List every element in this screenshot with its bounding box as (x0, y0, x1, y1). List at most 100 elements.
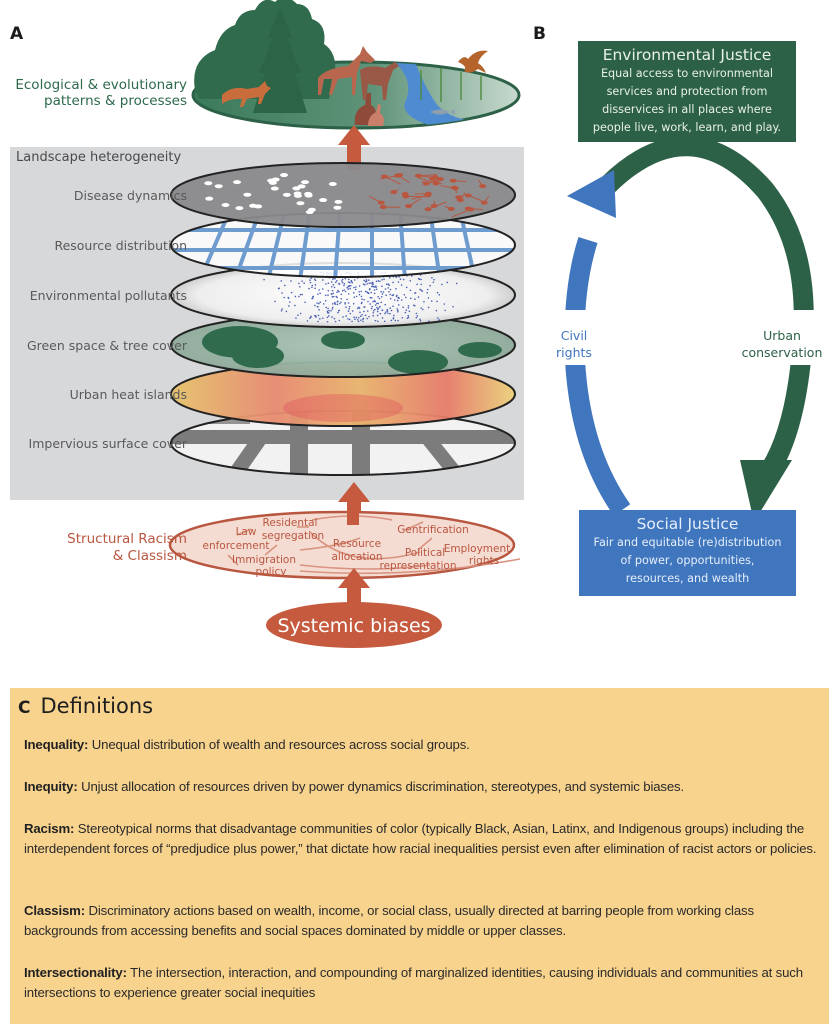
pollutant-particle (363, 298, 365, 301)
eco-label-line2: patterns & processes (44, 93, 187, 109)
pollutant-particle (398, 297, 400, 300)
pollutant-particle (375, 288, 378, 291)
definitions-panel (10, 688, 829, 1024)
definition-term: Classism: (24, 903, 85, 918)
host-dot (270, 186, 279, 191)
pollutant-particle (328, 315, 330, 317)
infected-dot (377, 200, 385, 205)
host-dot (221, 202, 230, 207)
layer-label-resource: Resource distribution (54, 238, 187, 253)
pollutant-particle (347, 288, 350, 290)
svg-text:Residental: Residental (263, 517, 318, 529)
pollutant-particle (299, 293, 302, 296)
pollutant-particle (346, 286, 348, 289)
pollutant-particle (318, 309, 320, 311)
pollutant-particle (409, 279, 412, 282)
pollutant-particle (345, 306, 347, 309)
pollutant-particle (338, 302, 341, 305)
pollutant-particle (384, 312, 386, 315)
host-dot (304, 191, 313, 196)
pollutant-particle (364, 290, 367, 293)
pollutant-particle (377, 295, 379, 298)
pollutant-particle (361, 313, 363, 316)
structural-item-employment: Employment (444, 543, 511, 555)
ej-desc-line1: Equal access to environmental (600, 67, 774, 80)
pollutant-particle (336, 301, 339, 303)
pollutant-particle (280, 280, 283, 282)
pollutant-particle (340, 297, 343, 300)
pollutant-particle (377, 280, 380, 282)
pollutant-particle (419, 318, 421, 321)
pollutant-particle (336, 303, 339, 306)
pollutant-particle (349, 287, 351, 290)
pollutant-particle (414, 292, 416, 294)
civil-rights-line2: rights (556, 345, 592, 360)
pollutant-particle (455, 282, 458, 285)
svg-text:Resource: Resource (333, 538, 381, 550)
pollutant-particle (345, 315, 347, 317)
structural-item-representation: representation (379, 560, 456, 572)
systemic-biases-ellipse (266, 602, 442, 648)
pollutant-particle (405, 296, 407, 299)
pollutant-particle (321, 288, 324, 290)
pollutant-particle (324, 299, 327, 302)
pollutant-particle (380, 291, 382, 293)
pollutant-particle (384, 303, 387, 306)
pollutant-particle (330, 285, 333, 288)
pollutant-particle (392, 281, 394, 284)
host-dot (205, 196, 214, 201)
pollutant-particle (331, 308, 334, 310)
host-dot (319, 198, 328, 203)
pollutant-particle (325, 306, 327, 309)
pollutant-particle (382, 291, 385, 293)
host-dot (243, 192, 252, 197)
pollutant-particle (427, 297, 430, 299)
svg-text:segregation: segregation (262, 530, 324, 542)
pollutant-particle (336, 291, 338, 294)
infected-dot (430, 203, 438, 208)
pollutant-particle (387, 312, 389, 314)
infected-dot (464, 206, 472, 211)
pollutant-particle (338, 290, 340, 293)
pollutant-particle (359, 315, 362, 317)
definition-term: Inequality: (24, 737, 89, 752)
pollutant-particle (343, 289, 346, 291)
pollutant-particle (388, 276, 391, 279)
infected-dot (447, 206, 455, 211)
pollutant-particle (381, 293, 384, 295)
pollutant-particle (321, 317, 324, 319)
pollutant-particle (318, 302, 320, 305)
pollutant-particle (395, 287, 397, 290)
host-dot (328, 181, 337, 186)
svg-text:representation: representation (379, 560, 456, 572)
pollutant-particle (369, 303, 371, 305)
pollutant-particle (407, 316, 410, 319)
pollutant-particle (337, 309, 340, 312)
pollutant-particle (332, 278, 334, 280)
ej-desc-line3: disservices in all places where (602, 103, 772, 116)
pollutant-particle (341, 289, 344, 292)
infected-dot (422, 181, 430, 186)
structural-item-residental: Residental (263, 517, 318, 529)
pollutant-particle (298, 282, 300, 285)
infected-dot (429, 176, 437, 181)
pollutant-particle (376, 314, 379, 317)
pollutant-particle (310, 277, 312, 280)
pollutant-particle (427, 306, 430, 309)
forest-icon (194, 0, 336, 99)
pollutant-particle (376, 302, 378, 305)
pollutant-particle (334, 320, 337, 323)
pollutant-particle (301, 293, 304, 296)
pollutant-particle (299, 312, 302, 315)
pollutant-particle (281, 308, 283, 310)
pollutant-particle (341, 280, 343, 282)
pollutant-particle (392, 294, 395, 296)
pollutant-particle (327, 282, 330, 285)
pollutant-particle (314, 315, 317, 317)
pollutant-particle (344, 301, 347, 304)
pollutant-particle (328, 309, 330, 312)
pollutant-particle (326, 316, 329, 319)
definitions-title: Definitions (40, 694, 154, 718)
host-dot (204, 181, 213, 186)
svg-text:allocation: allocation (331, 551, 382, 563)
